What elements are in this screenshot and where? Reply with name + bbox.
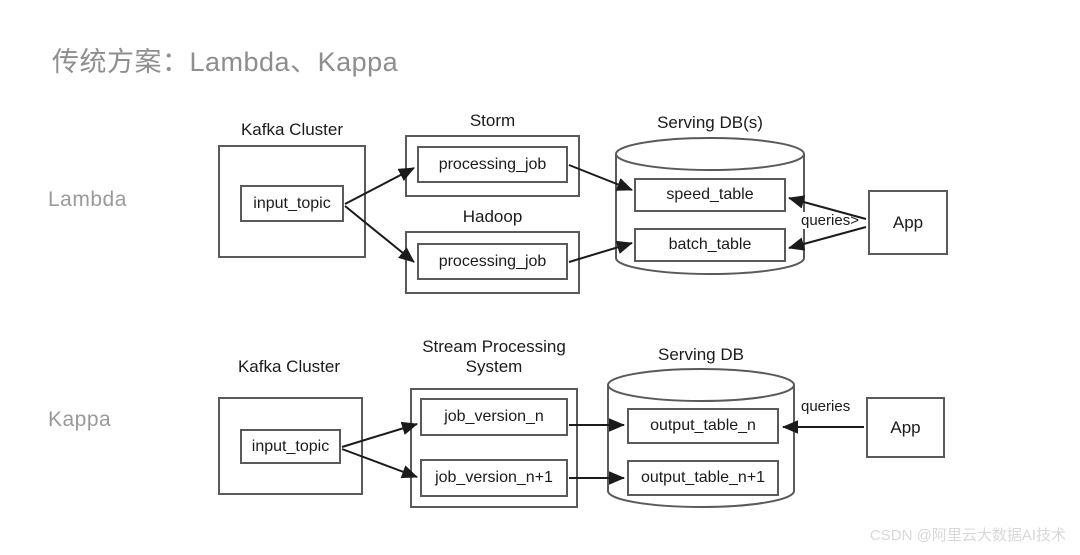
- row-label-lambda: Lambda: [48, 188, 127, 211]
- lambda-batch-table-label: batch_table: [668, 236, 752, 253]
- kappa-stream-system-caption-line1: Stream Processing: [422, 337, 566, 356]
- kappa-output-table-n-label: output_table_n: [650, 417, 756, 434]
- lambda-app-box: App: [868, 190, 948, 255]
- kappa-input-topic-label: input_topic: [251, 437, 330, 455]
- kappa-serving-db-caption: Serving DB: [658, 345, 744, 364]
- lambda-kafka-caption: Kafka Cluster: [240, 120, 344, 139]
- kappa-output-table-n-box: output_table_n: [627, 408, 779, 444]
- kappa-job-version-n1-box: job_version_n+1: [420, 459, 568, 497]
- lambda-hadoop-caption: Hadoop: [462, 207, 523, 226]
- kappa-app-box: App: [866, 397, 945, 458]
- lambda-hadoop-job-label: processing_job: [438, 252, 547, 270]
- lambda-queries-label: queries>: [800, 212, 860, 229]
- kappa-queries-label: queries: [800, 398, 852, 415]
- lambda-speed-table-box: speed_table: [634, 178, 786, 212]
- page-title: 传统方案：Lambda、Kappa: [52, 47, 399, 77]
- kappa-job-version-n-label: job_version_n: [444, 408, 544, 425]
- kappa-input-topic-box: input_topic: [240, 429, 341, 464]
- lambda-input-topic-label: input_topic: [253, 194, 331, 212]
- lambda-app-label: App: [892, 212, 924, 232]
- lambda-storm-job-label: processing_job: [438, 155, 547, 173]
- lambda-serving-db-caption: Serving DB(s): [657, 113, 763, 132]
- kappa-output-table-n1-box: output_table_n+1: [627, 460, 779, 496]
- kappa-job-version-n1-label: job_version_n+1: [435, 469, 553, 486]
- lambda-storm-caption: Storm: [469, 111, 516, 130]
- csdn-watermark: CSDN @阿里云大数据AI技术: [869, 527, 1066, 544]
- kappa-job-version-n-box: job_version_n: [420, 398, 568, 436]
- lambda-hadoop-job-box: processing_job: [417, 243, 568, 280]
- kappa-kafka-caption: Kafka Cluster: [237, 357, 341, 376]
- kappa-app-label: App: [890, 417, 921, 437]
- row-label-kappa: Kappa: [48, 408, 112, 431]
- kappa-stream-system-caption: Stream Processing System: [404, 337, 584, 377]
- lambda-speed-table-label: speed_table: [666, 186, 754, 203]
- lambda-storm-job-box: processing_job: [417, 146, 568, 183]
- kappa-output-table-n1-label: output_table_n+1: [640, 469, 766, 486]
- lambda-input-topic-box: input_topic: [240, 185, 344, 222]
- lambda-batch-table-box: batch_table: [634, 228, 786, 262]
- kappa-stream-system-caption-line2: System: [465, 357, 523, 376]
